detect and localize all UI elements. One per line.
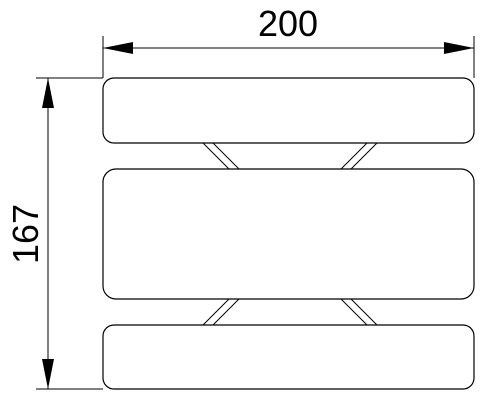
strut-lower-left: [201, 298, 241, 326]
height-arrow-bottom: [42, 359, 54, 389]
slat-top: [102, 77, 475, 144]
height-dimension-label: 167: [5, 204, 46, 264]
width-arrow-left: [103, 42, 133, 54]
width-dimension-label: 200: [258, 3, 318, 44]
slat-bottom: [102, 324, 475, 390]
slats: [102, 77, 475, 390]
strut-lower-right: [339, 298, 379, 326]
slat-middle: [102, 168, 475, 300]
width-arrow-right: [444, 42, 474, 54]
strut-upper-left: [201, 142, 241, 170]
height-dimension: 167: [5, 78, 54, 389]
extension-lines: [36, 36, 475, 390]
strut-upper-right: [339, 142, 379, 170]
height-arrow-top: [42, 78, 54, 108]
width-dimension: 200: [103, 3, 474, 54]
